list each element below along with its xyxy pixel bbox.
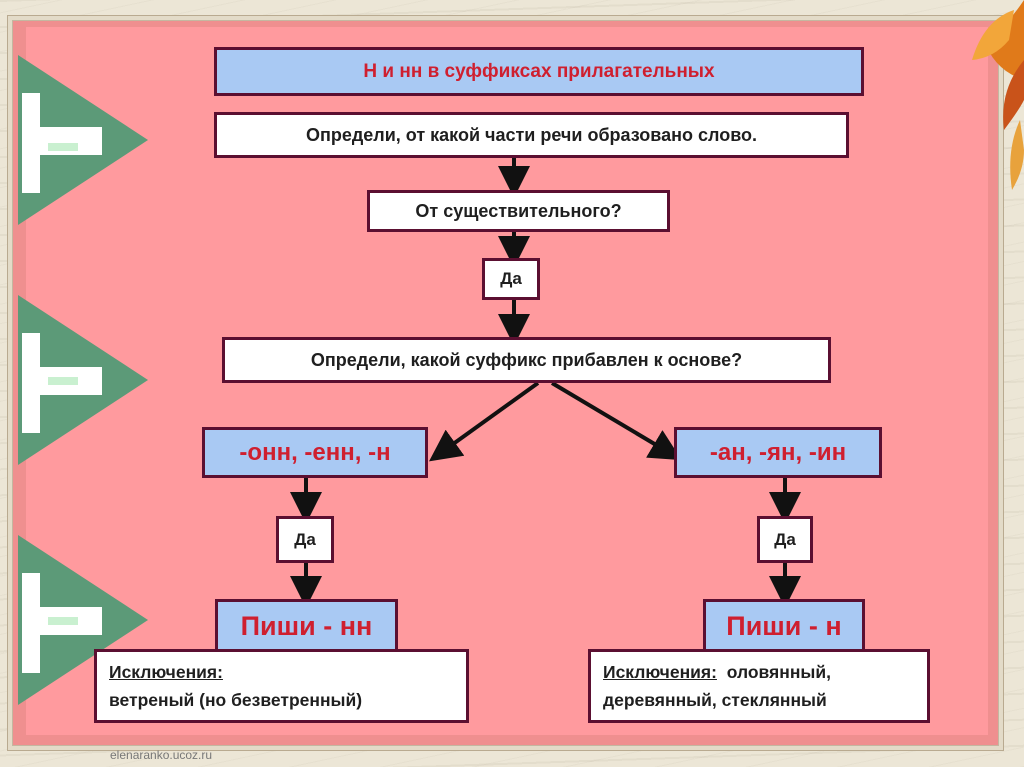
exceptions-label: Исключения: [603, 662, 717, 682]
step-determine-part-of-speech: Определи, от какой части речи образовано… [214, 112, 849, 158]
exceptions-label: Исключения: [109, 662, 223, 682]
write-single-n: Пиши - н [703, 599, 865, 653]
diagram-title: Н и нн в суффиксах прилагательных [214, 47, 864, 96]
yes-right: Да [757, 516, 813, 563]
left-exceptions: Исключения: ветреный (но безветренный) [94, 649, 469, 723]
decorative-triangle-bottom [18, 535, 148, 705]
yes-center: Да [482, 258, 540, 300]
source-watermark: elenaranko.ucoz.ru [110, 748, 213, 762]
decorative-triangle-top [18, 55, 148, 225]
yes-left: Да [276, 516, 334, 563]
right-suffixes: -ан, -ян, -ин [674, 427, 882, 478]
exceptions-words: ветреный (но безветренный) [109, 690, 363, 710]
exceptions-words: деревянный, стеклянный [603, 690, 827, 710]
question-noun: От существительного? [367, 190, 670, 232]
decorative-triangle-middle [18, 295, 148, 465]
write-double-n: Пиши - нн [215, 599, 398, 653]
left-suffixes: -онн, -енн, -н [202, 427, 428, 478]
step-determine-suffix: Определи, какой суффикс прибавлен к осно… [222, 337, 831, 383]
exceptions-words: оловянный, [726, 662, 831, 682]
right-exceptions: Исключения: оловянный, деревянный, стекл… [588, 649, 930, 723]
leaf-decoration [972, 0, 1024, 190]
